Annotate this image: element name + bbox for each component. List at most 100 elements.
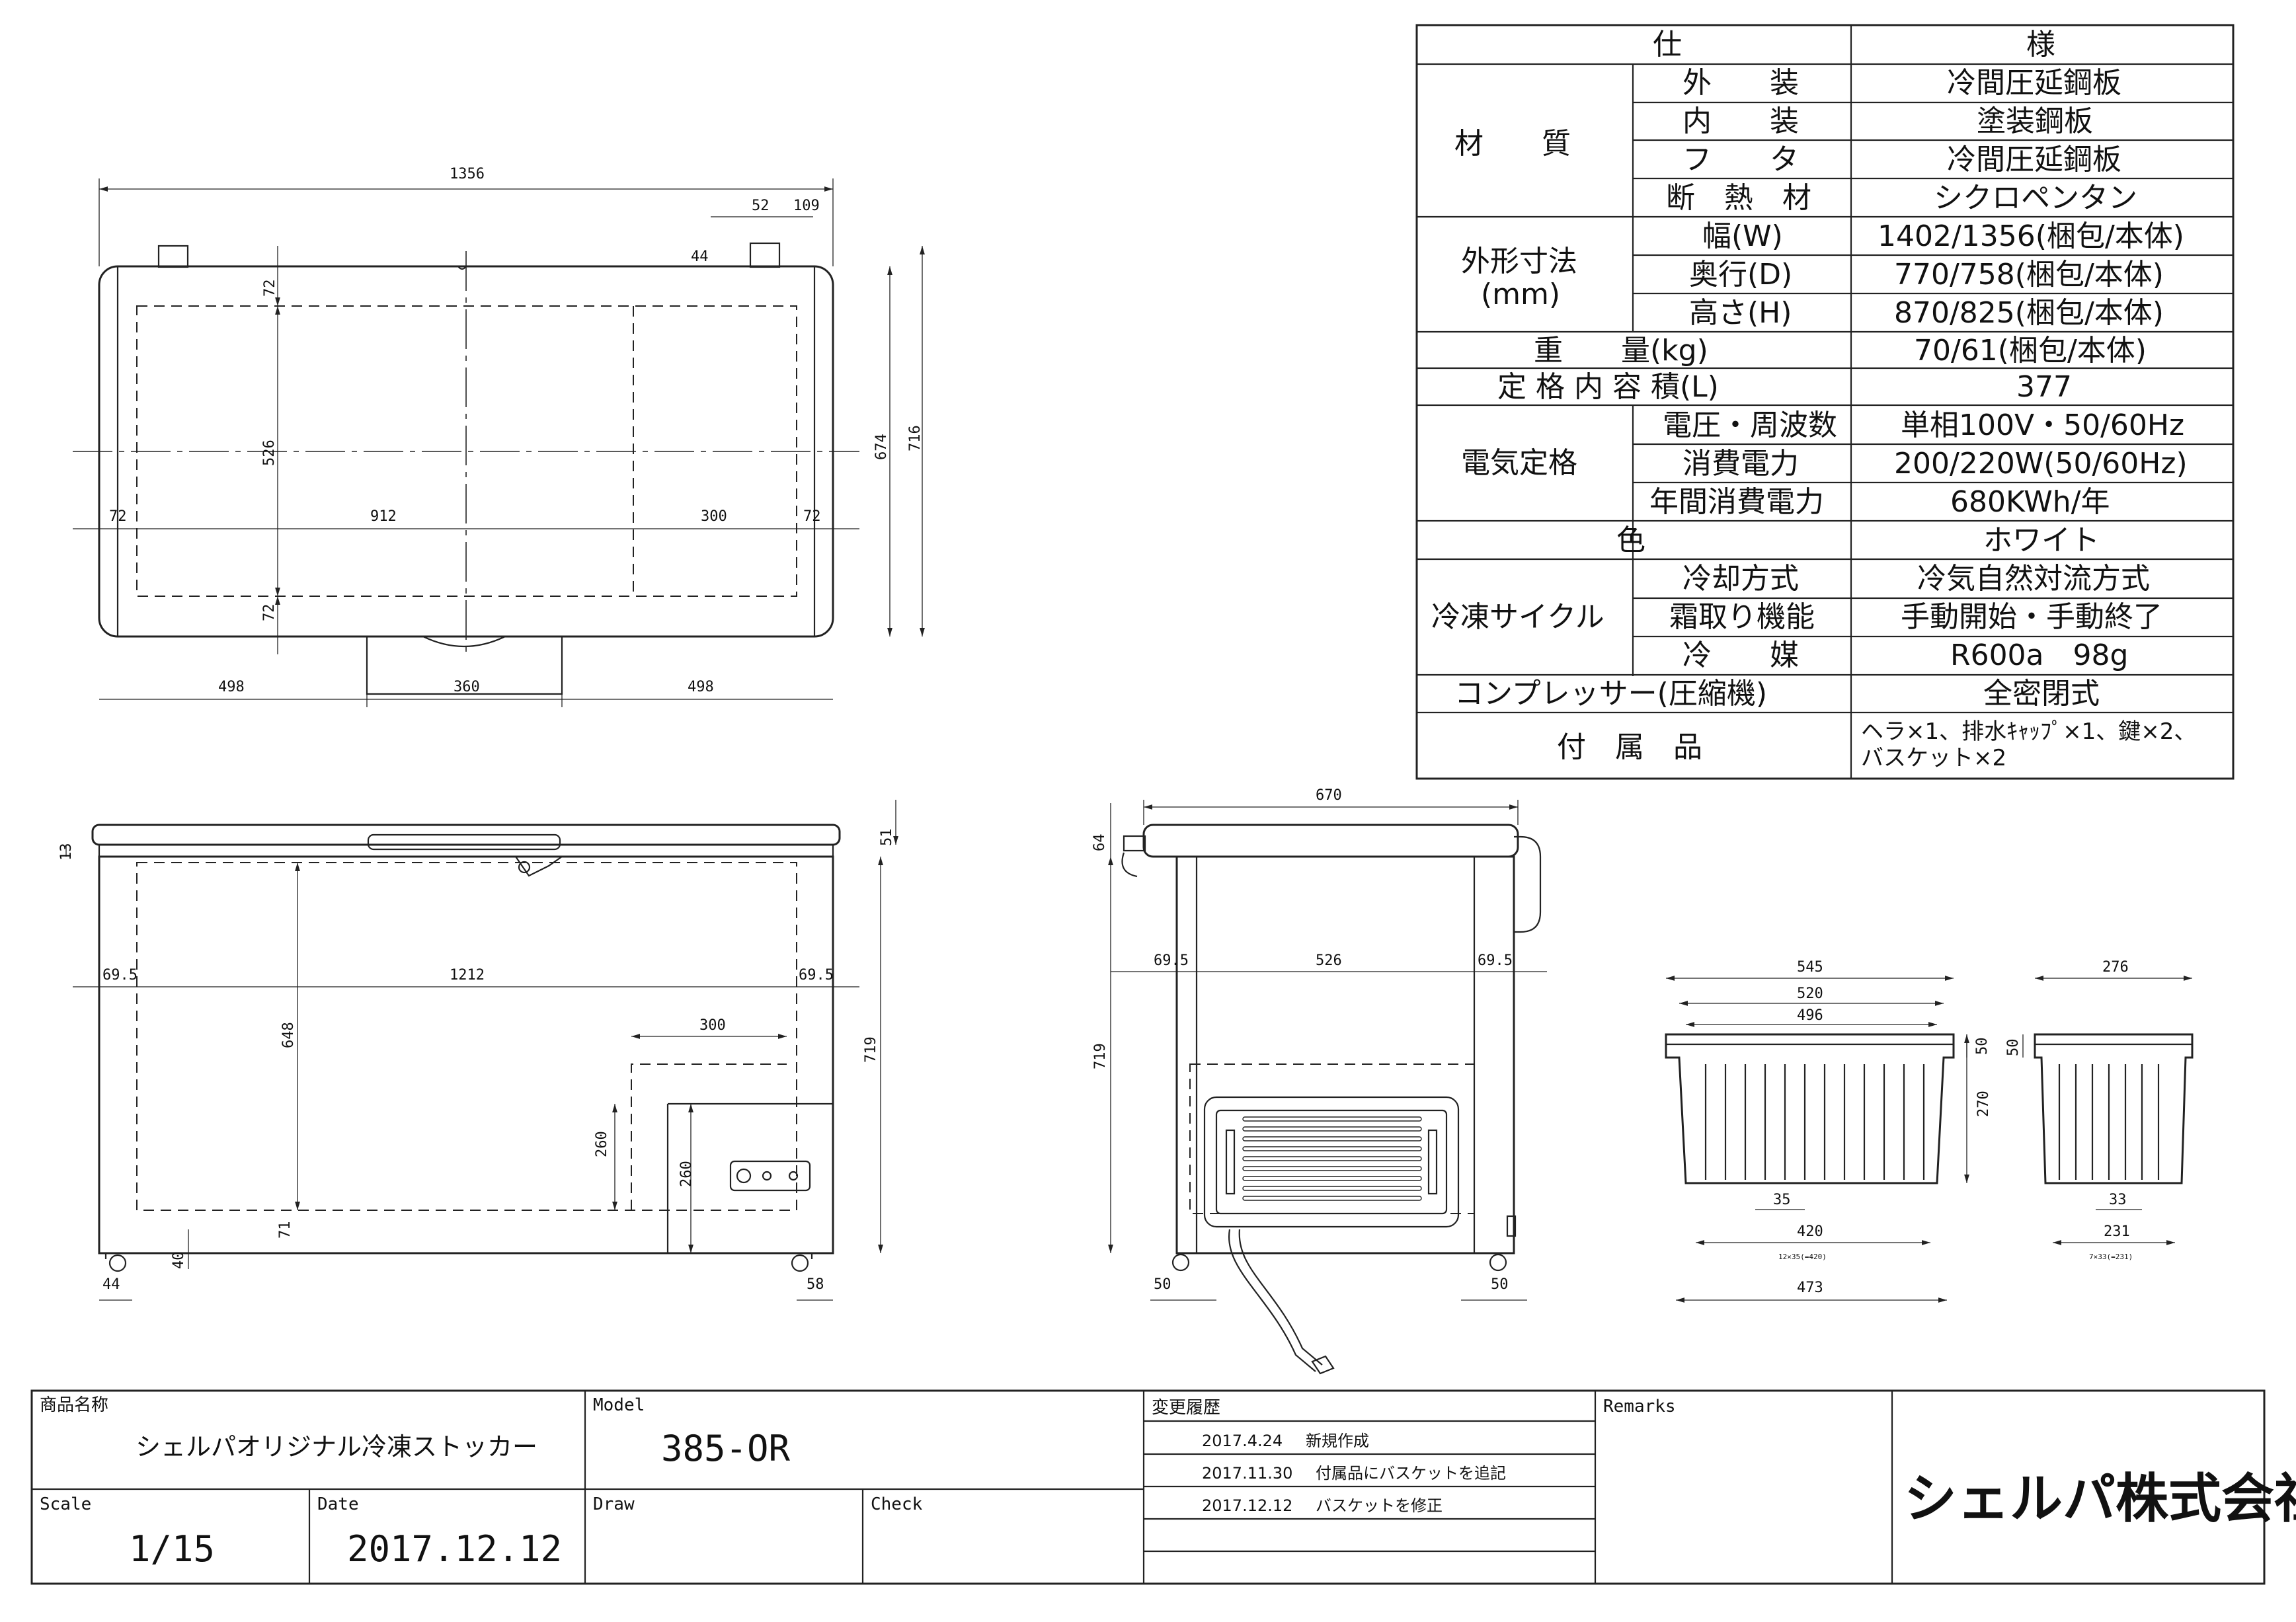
dim-72-bottom: 72: [261, 604, 278, 622]
dim-719-front: 719: [863, 1036, 879, 1063]
dim-270: 270: [1975, 1091, 1992, 1117]
dim-498-right: 498: [688, 679, 714, 695]
dim-40: 40: [171, 1252, 187, 1270]
spec-value-height: 870/825(梱包/本体): [1894, 296, 2164, 330]
spec-item-lid: フ タ: [1682, 143, 1799, 176]
spec-value-voltage: 単相100V・50/60Hz: [1901, 408, 2184, 442]
spec-group-dimensions: 外形寸法: [1461, 245, 1577, 278]
spec-item-width: 幅(W): [1702, 219, 1783, 253]
dim-912: 912: [370, 508, 397, 525]
spec-value-refrigerant: R600a 98g: [1950, 638, 2128, 672]
dim-72-top: 72: [262, 280, 278, 297]
dim-109: 109: [793, 198, 820, 214]
spec-value-compressor: 全密閉式: [1983, 677, 2100, 711]
spec-item-refrigerant: 冷 媒: [1682, 638, 1799, 672]
spec-value-cooling: 冷気自然対流方式: [1917, 562, 2150, 596]
dim-69-5-right: 69.5: [799, 967, 834, 984]
spec-item-cooling: 冷却方式: [1682, 562, 1799, 596]
spec-item-exterior: 外 装: [1682, 66, 1799, 100]
dim-473: 473: [1797, 1280, 1823, 1296]
title-block: 商品名称 シェルパオリジナル冷凍ストッカー Model 385-OR 変更履歴 …: [30, 1389, 2296, 1585]
spec-value-exterior: 冷間圧延鋼板: [1947, 66, 2121, 100]
dim-69-5-side-right: 69.5: [1478, 952, 1513, 969]
spec-item-height: 高さ(H): [1689, 296, 1792, 330]
dim-35: 35: [1773, 1192, 1791, 1208]
dim-300: 300: [701, 508, 727, 525]
company-logo: シェルパ株式会社: [1904, 1468, 2296, 1529]
draw-label: Draw: [593, 1494, 635, 1514]
dim-13: 13: [58, 843, 75, 861]
spec-group-compressor: コンプレッサー(圧縮機): [1454, 677, 1767, 711]
dim-51: 51: [879, 829, 895, 847]
dim-7x33: 7×33(=231): [2089, 1253, 2133, 1261]
dim-1212: 1212: [450, 967, 485, 984]
check-label: Check: [871, 1494, 923, 1514]
spec-value-accessories-line1: ヘラ×1、排水ｷｬｯﾌﾟ×1、鍵×2、: [1861, 718, 2196, 745]
dim-716: 716: [907, 425, 924, 451]
spec-group-dimensions-unit: (mm): [1481, 278, 1560, 311]
spec-group-accessories: 付 属 品: [1557, 730, 1702, 764]
spec-value-lid: 冷間圧延鋼板: [1947, 143, 2121, 176]
dim-44: 44: [691, 249, 709, 265]
spec-value-insulation: シクロペンタン: [1934, 181, 2137, 215]
dim-52: 52: [752, 198, 770, 214]
spec-item-insulation: 断 熱 材: [1666, 181, 1811, 215]
scale-label: Scale: [40, 1494, 91, 1514]
spec-value-capacity: 377: [2016, 370, 2072, 404]
basket-small-view: 276 50 33 231 7×33(=231): [2005, 959, 2194, 1261]
basket-large-view: 545 520 496 50 270 35 420 12×35(=420) 47…: [1665, 959, 1992, 1303]
spec-value-interior: 塗装鋼板: [1977, 104, 2093, 138]
dim-50-small: 50: [2005, 1039, 2022, 1057]
spec-group-capacity: 定 格 内 容 積(L): [1497, 370, 1719, 404]
dim-71: 71: [277, 1221, 294, 1239]
spec-value-accessories-line2: バスケット×2: [1861, 745, 2006, 771]
remarks-label: Remarks: [1603, 1397, 1676, 1416]
scale-value: 1/15: [129, 1528, 215, 1570]
spec-value-defrost: 手動開始・手動終了: [1901, 600, 2162, 634]
product-label: 商品名称: [40, 1395, 108, 1415]
spec-value-annual-power: 680KWh/年: [1950, 485, 2110, 519]
dim-44-front: 44: [102, 1276, 120, 1293]
dim-360: 360: [454, 679, 480, 695]
dim-719-side: 719: [1092, 1043, 1109, 1069]
model-number: 385-OR: [661, 1428, 791, 1469]
dim-526-side: 526: [1316, 952, 1342, 969]
side-view: 670 64 69.5 526 69.5 719 50 50: [1091, 787, 1547, 1375]
spec-value-depth: 770/758(梱包/本体): [1894, 258, 2164, 291]
spec-item-interior: 内 装: [1682, 104, 1799, 138]
top-view: 1356 52 109 44 72 526 72 674 716 72 912 …: [73, 166, 925, 707]
history-2-text: 付属品にバスケットを追記: [1316, 1464, 1506, 1483]
dim-50-side-right: 50: [1491, 1276, 1509, 1293]
spec-group-refrigeration: 冷凍サイクル: [1431, 600, 1604, 634]
basket-small-slats: [2058, 1064, 2160, 1180]
spec-header-right: 様: [2026, 28, 2055, 61]
spec-group-color: 色: [1616, 523, 1645, 557]
dim-72-right: 72: [803, 508, 821, 525]
dim-50-basket: 50: [1974, 1038, 1991, 1056]
dim-545: 545: [1797, 959, 1823, 976]
dim-498-left: 498: [218, 679, 245, 695]
spec-header-left: 仕: [1653, 28, 1682, 61]
dim-260-a: 260: [594, 1131, 610, 1157]
spec-value-width: 1402/1356(梱包/本体): [1878, 219, 2184, 253]
dim-58: 58: [807, 1276, 824, 1293]
date-value: 2017.12.12: [347, 1528, 562, 1570]
dim-12x35: 12×35(=420): [1778, 1253, 1827, 1261]
spec-item-depth: 奥行(D): [1689, 258, 1792, 291]
basket-large-slats: [1704, 1064, 1925, 1180]
dim-526: 526: [261, 440, 278, 466]
dim-276: 276: [2102, 959, 2129, 976]
dim-670: 670: [1316, 787, 1342, 804]
history-3-date: 2017.12.12: [1202, 1496, 1292, 1515]
dim-674: 674: [873, 434, 890, 460]
dim-420: 420: [1797, 1223, 1823, 1240]
spec-group-material: 材 質: [1454, 127, 1571, 161]
spec-item-voltage: 電圧・周波数: [1663, 408, 1837, 442]
dim-72-left: 72: [109, 508, 127, 525]
history-2-date: 2017.11.30: [1202, 1464, 1292, 1483]
dim-260-b: 260: [678, 1161, 695, 1187]
spec-value-weight: 70/61(梱包/本体): [1914, 334, 2147, 367]
model-label: Model: [593, 1395, 645, 1415]
dim-648: 648: [280, 1022, 297, 1048]
